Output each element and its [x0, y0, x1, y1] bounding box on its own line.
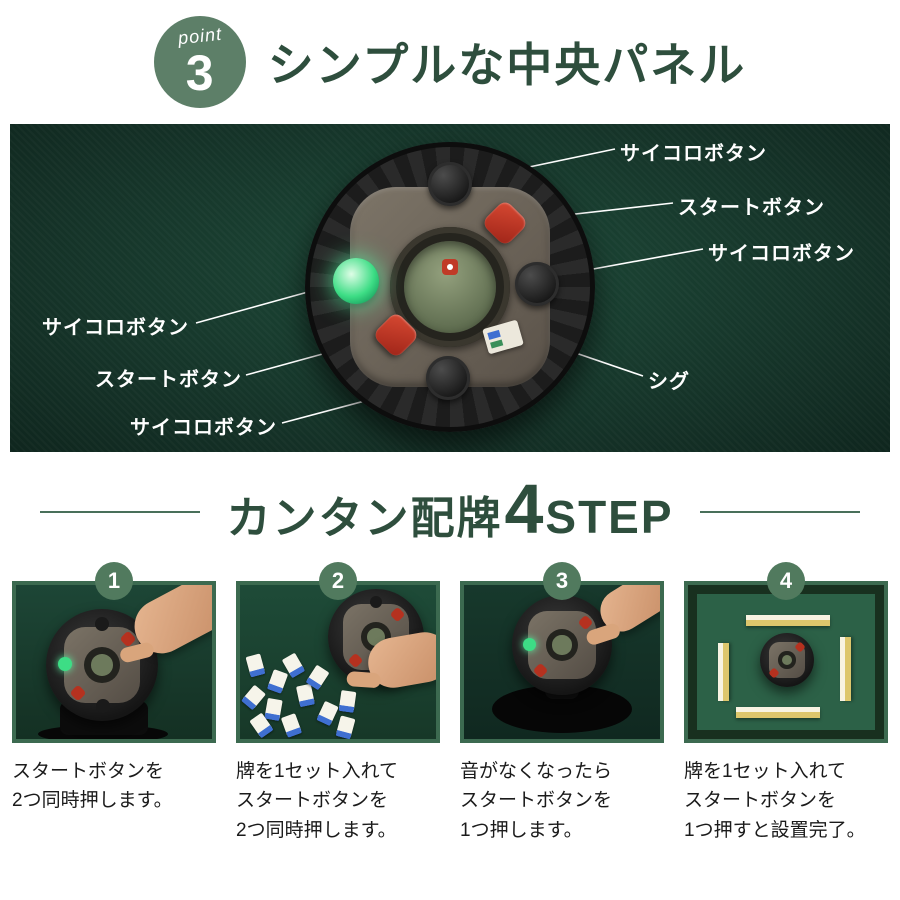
step-4-number-badge: 4 — [767, 562, 805, 600]
step-1-caption: スタートボタンを 2つ同時押します。 — [12, 761, 173, 812]
dice-button-right — [515, 262, 559, 306]
mini-dice-window — [778, 651, 796, 669]
mahjong-tile — [245, 653, 266, 678]
steps-row: 1 スタートボタンを 2つ同時押します。 2 — [0, 562, 900, 845]
mini-control-panel — [760, 633, 814, 687]
tile-row — [718, 643, 729, 701]
callout-dice-button-right: サイコロボタン — [708, 243, 855, 265]
mini-dice-window — [84, 647, 120, 683]
callout-dice-button-top: サイコロボタン — [620, 143, 767, 165]
mahjong-tile — [295, 683, 316, 708]
title-rule-left — [40, 511, 201, 513]
mini-dice-window — [360, 621, 392, 653]
page-title: シンプルな中央パネル — [267, 39, 747, 91]
mahjong-tile — [280, 713, 303, 738]
dice-button-bottom — [426, 356, 470, 400]
mahjong-tile — [264, 697, 283, 722]
steps-title-suffix: STEP — [545, 491, 674, 543]
point-badge-number: 3 — [185, 44, 214, 101]
step-1-number-badge: 1 — [95, 562, 133, 600]
callout-dice-button-bottom: サイコロボタン — [130, 417, 277, 439]
callout-start-button-left: スタートボタン — [95, 369, 242, 391]
steps-title-number: 4 — [504, 470, 544, 548]
pointing-hand — [592, 585, 660, 640]
step-4: 4 牌を1セット入れて スタートボタンを 1つ押すと設置完了。 — [684, 562, 888, 845]
steps-section-title: カンタン配牌 4 STEP — [0, 470, 900, 548]
page: point 3 シンプルな中央パネル — [0, 0, 900, 845]
step-1-photo — [12, 581, 216, 743]
step-2-number-badge: 2 — [319, 562, 357, 600]
dice-button-left-lit — [333, 258, 379, 304]
step-3-caption: 音がなくなったら スタートボタンを 1つ押します。 — [460, 761, 613, 841]
steps-title-prefix: カンタン配牌 — [226, 494, 503, 543]
callout-start-button-right: スタートボタン — [678, 197, 825, 219]
step-3: 3 音がなくなったら スタートボタンを 1つ押します。 — [460, 562, 664, 845]
callout-signal: シグ — [648, 371, 690, 393]
mahjong-tile — [266, 669, 289, 694]
die-icon — [442, 259, 458, 275]
step-2: 2 — [236, 562, 440, 845]
callout-dice-button-left: サイコロボタン — [42, 317, 189, 339]
mahjong-tile — [338, 690, 357, 713]
point-badge-word: point — [176, 23, 223, 48]
dice-button-top — [428, 162, 472, 206]
control-panel — [305, 142, 595, 432]
panel-photo: サイコロボタン スタートボタン サイコロボタン サイコロボタン スタートボタン … — [10, 124, 890, 452]
steps-title-text: カンタン配牌 4 STEP — [226, 470, 674, 548]
step-4-caption: 牌を1セット入れて スタートボタンを 1つ押すと設置完了。 — [684, 761, 866, 841]
mini-control-panel — [512, 595, 612, 695]
mahjong-tile — [241, 684, 266, 711]
mini-dice-window — [546, 629, 578, 661]
step-3-photo — [460, 581, 664, 743]
mini-dice-button — [370, 596, 382, 608]
step-1: 1 スタートボタンを 2つ同時押します。 — [12, 562, 216, 845]
step-2-caption: 牌を1セット入れて スタートボタンを 2つ同時押します。 — [236, 761, 398, 841]
callout-lines — [195, 148, 704, 424]
mini-dice-button — [95, 617, 109, 631]
tile-row — [840, 637, 851, 701]
hand — [125, 585, 212, 663]
point-badge: point 3 — [153, 16, 246, 108]
step-3-number-badge: 3 — [543, 562, 581, 600]
header: point 3 シンプルな中央パネル — [0, 0, 900, 118]
dice-window-glass — [404, 241, 496, 333]
tile-row — [736, 707, 820, 718]
tile-row — [746, 615, 830, 626]
step-2-photo — [236, 581, 440, 743]
mini-dice-button-lit — [523, 638, 536, 651]
mini-dice-button — [96, 699, 110, 713]
mahjong-tile — [316, 700, 339, 727]
mahjong-tile — [335, 715, 356, 739]
mini-dice-button-lit — [58, 657, 72, 671]
title-rule-right — [699, 511, 860, 513]
step-4-photo — [684, 581, 888, 743]
